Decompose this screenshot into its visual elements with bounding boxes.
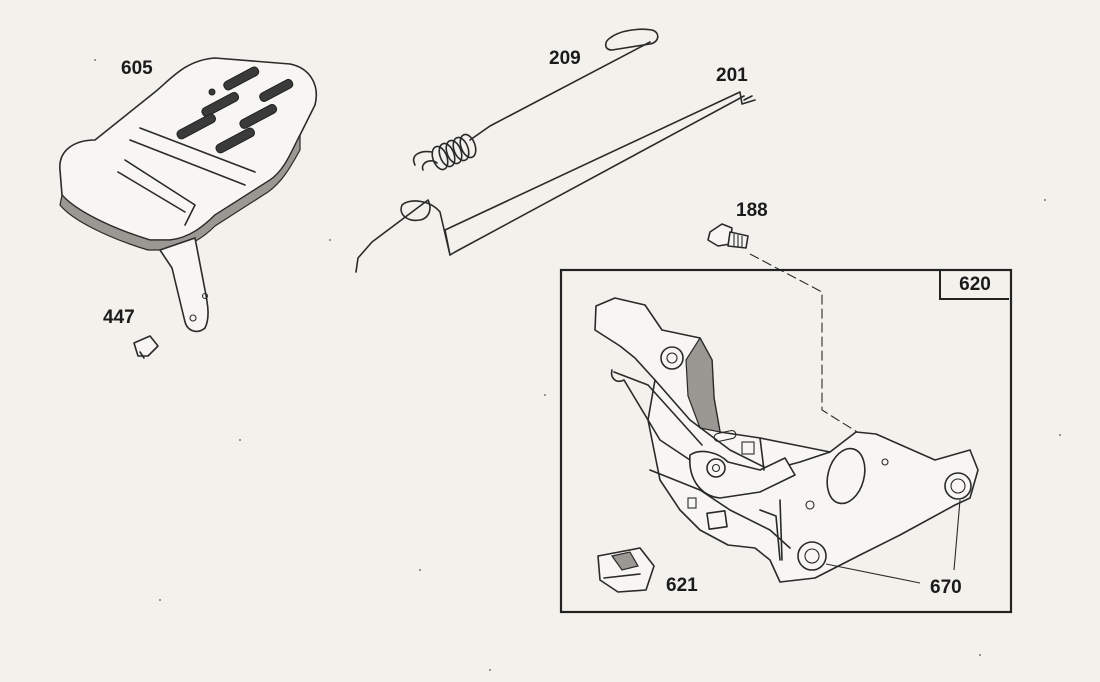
label-621: 621 <box>666 575 698 596</box>
label-447: 447 <box>103 307 135 328</box>
label-188: 188 <box>736 200 768 221</box>
part-620-frame <box>559 268 1013 614</box>
label-620: 620 <box>939 270 1009 300</box>
part-621-clip <box>597 547 655 593</box>
part-209-governor-spring <box>413 28 659 171</box>
label-670: 670 <box>930 577 962 598</box>
part-605-air-cleaner-cover <box>59 57 317 333</box>
label-201: 201 <box>716 65 748 86</box>
part-447-screw <box>133 335 159 359</box>
part-188-bolt <box>707 223 871 441</box>
label-209: 209 <box>549 48 581 69</box>
part-201-governor-link <box>355 91 756 273</box>
label-605: 605 <box>121 58 153 79</box>
part-620-control-bracket <box>594 297 979 584</box>
